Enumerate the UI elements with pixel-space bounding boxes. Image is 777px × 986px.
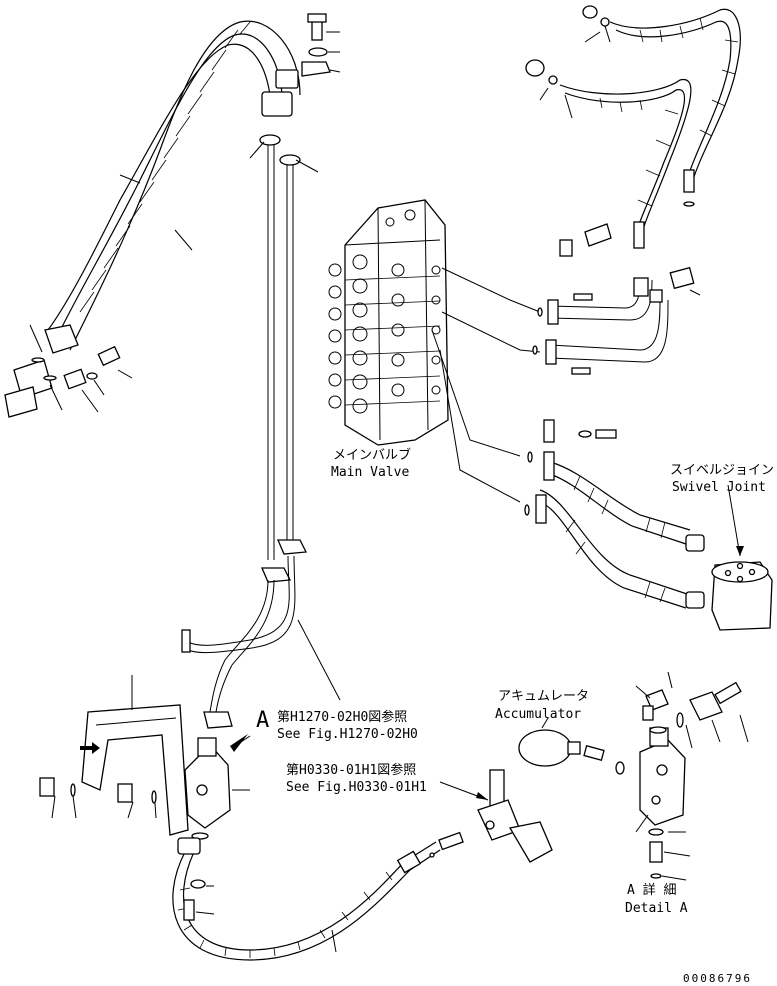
swivel-joint-label-jp: スイベルジョイント	[670, 463, 777, 478]
detail-a-label-en: Detail A	[625, 901, 688, 916]
accumulator-label-en: Accumulator	[495, 707, 581, 722]
drawing-number: 00086796	[683, 972, 752, 985]
main-valve-label-jp: メインバルブ	[333, 447, 411, 463]
pipe-tee-block	[429, 769, 553, 863]
marker-a: A	[256, 708, 269, 733]
main-valve-label-en: Main Valve	[331, 465, 409, 480]
swivel-joint-label-en: Swivel Joint	[672, 480, 766, 495]
upper-left-hose	[47, 20, 301, 351]
detail-a-valve-block	[635, 671, 749, 881]
reference-2-jp: 第H0330-01H1図参照	[286, 762, 416, 778]
accumulator-label-jp: アキュムレータ	[498, 689, 589, 704]
upper-right-hoses	[525, 5, 741, 249]
reference-2-en: See Fig.H0330-01H1	[286, 780, 427, 795]
right-pipes	[532, 223, 701, 375]
relief-valve-block	[184, 711, 251, 840]
vertical-pipes	[181, 134, 341, 713]
main-valve	[328, 199, 449, 446]
bracket-cover	[39, 675, 189, 836]
reference-1-jp: 第H1270-02H0図参照	[277, 709, 407, 725]
valve-connection-lines	[431, 267, 541, 503]
upper-flange-fitting	[261, 13, 341, 117]
swivel-joint	[711, 484, 773, 631]
reference-1-en: See Fig.H1270-02H0	[277, 727, 418, 742]
accumulator	[518, 717, 625, 775]
lower-hose	[172, 837, 441, 961]
detail-a-label-jp: A 詳 細	[627, 882, 676, 898]
left-hose-end-fittings	[4, 174, 193, 418]
swivel-hoses	[524, 419, 705, 609]
